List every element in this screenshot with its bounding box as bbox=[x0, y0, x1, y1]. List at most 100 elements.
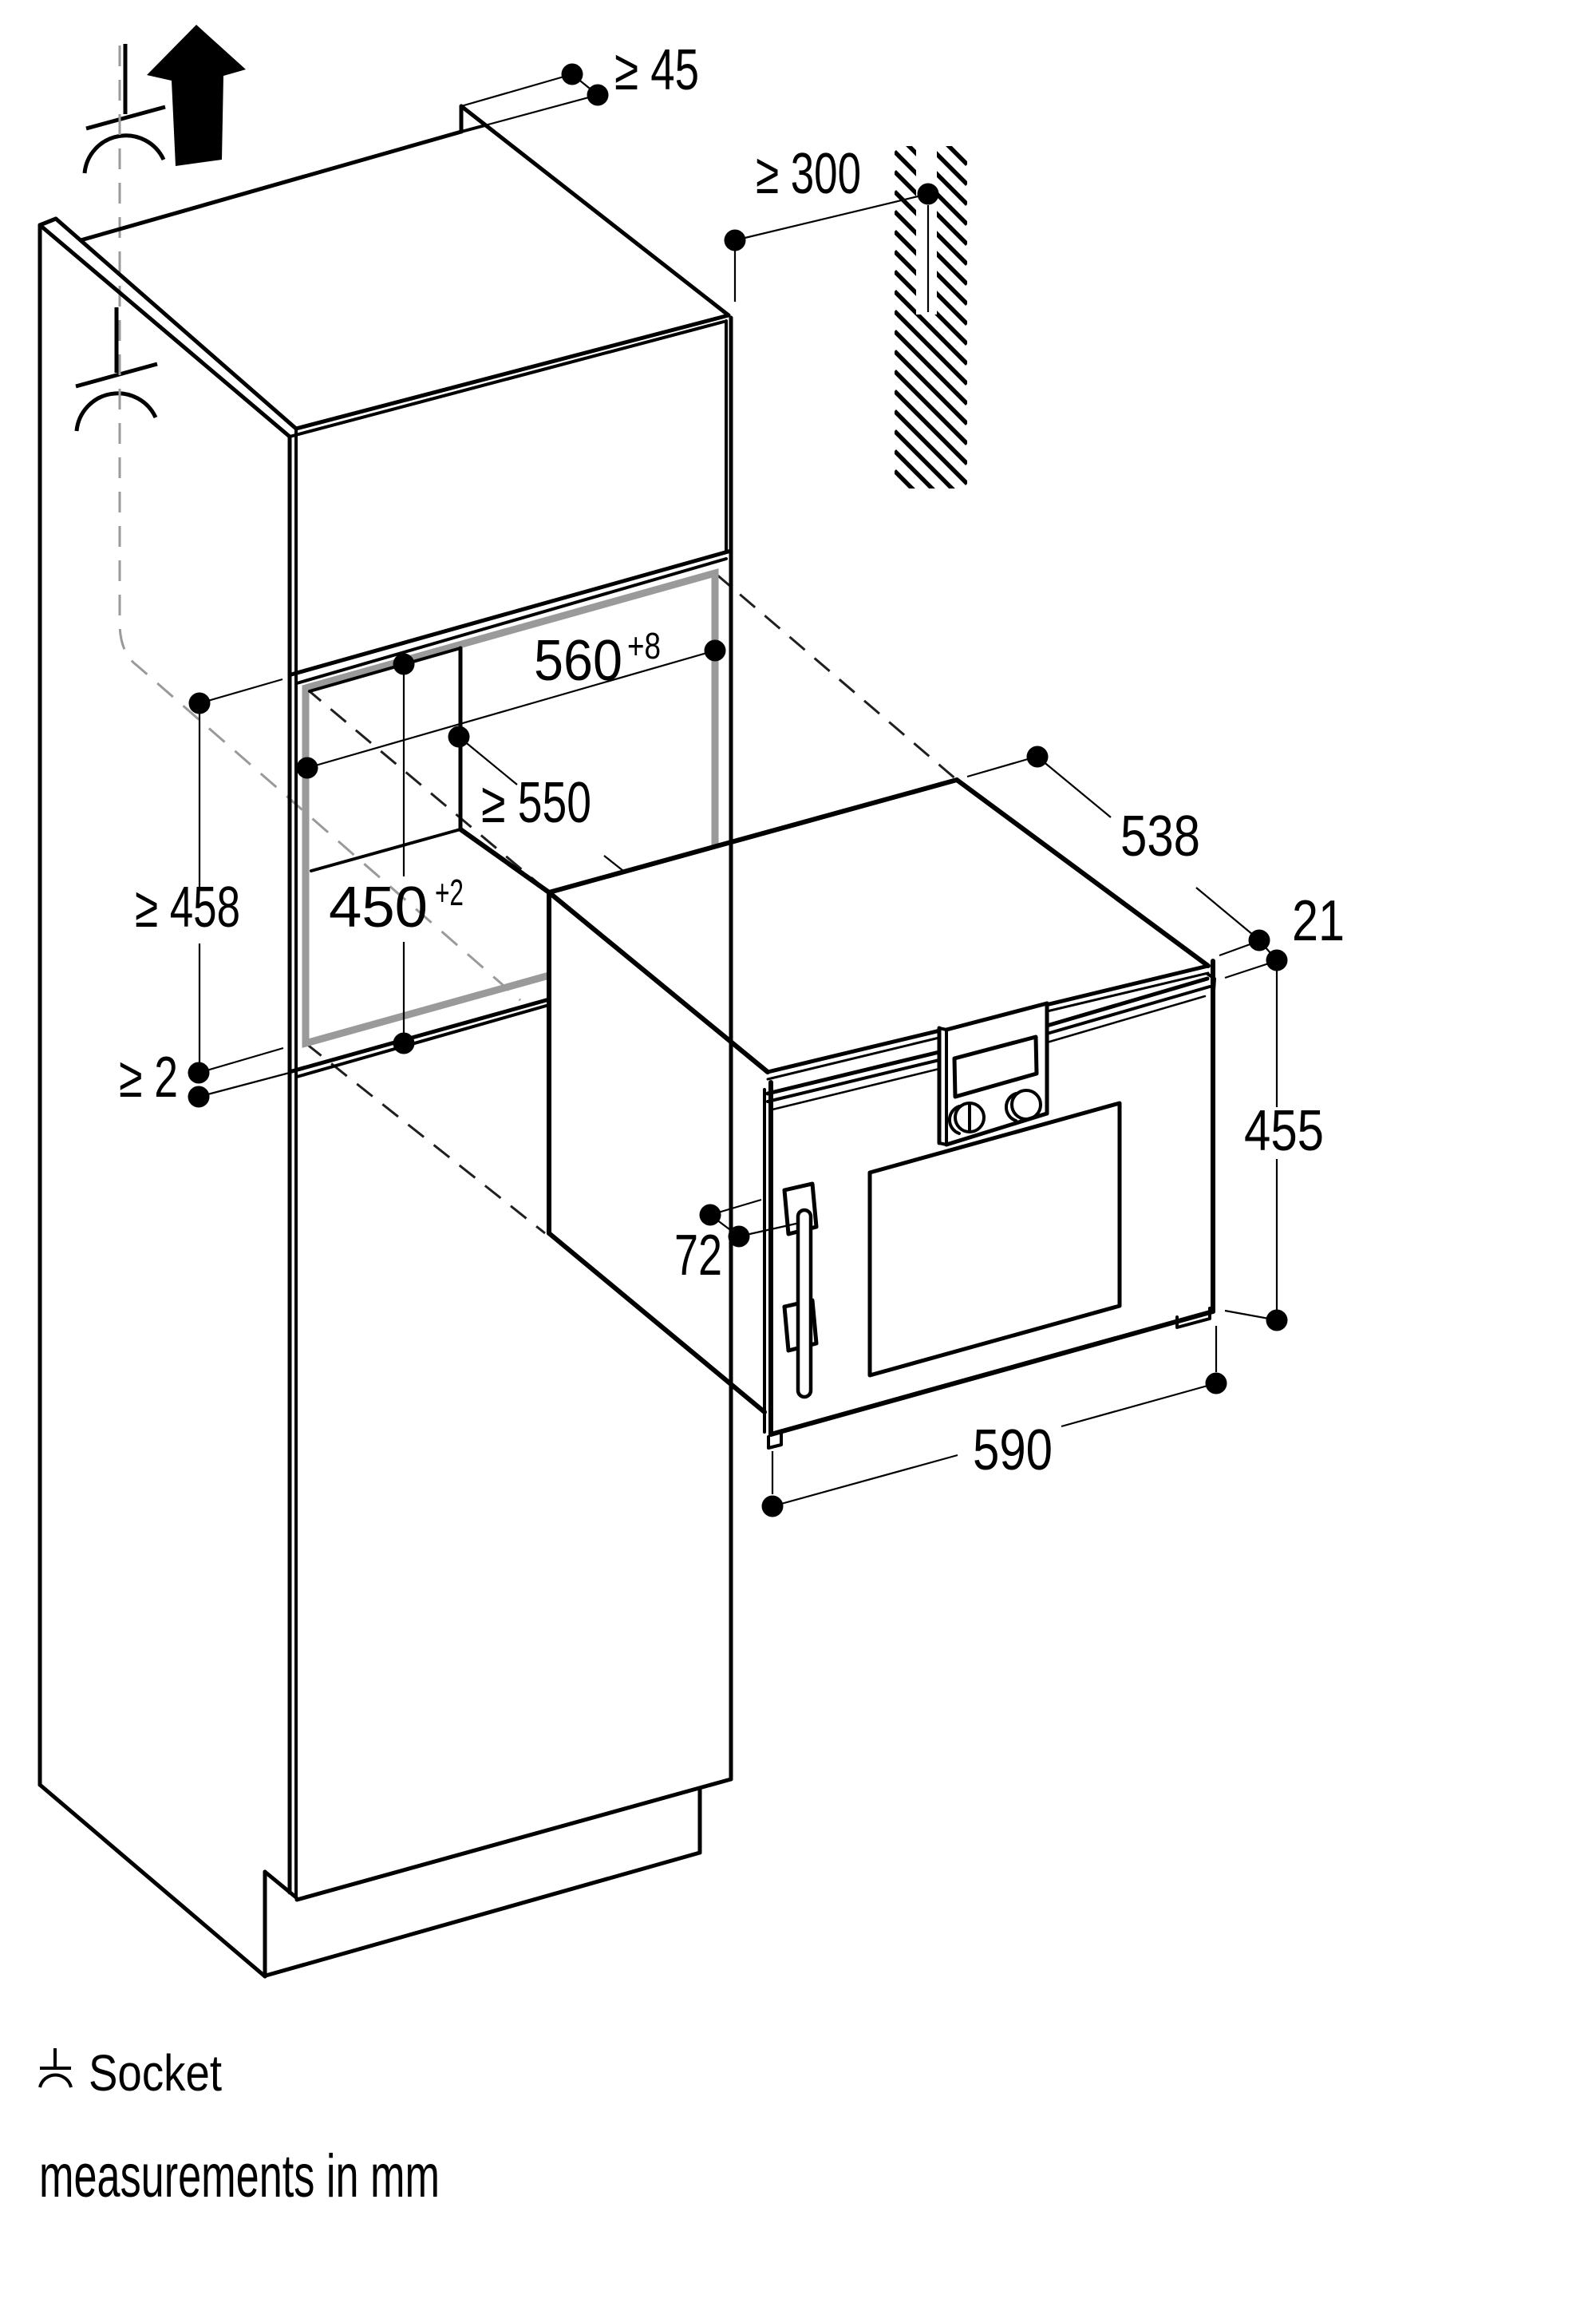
hatch-line bbox=[895, 449, 935, 489]
label-niche-height-sup: +2 bbox=[435, 872, 464, 913]
dim-line bbox=[458, 736, 518, 785]
oven-door-window bbox=[867, 1101, 1122, 1378]
label-wall-distance: ≥ 300 bbox=[756, 142, 861, 206]
hatch-line bbox=[895, 310, 967, 386]
label-oven-depth: 538 bbox=[1120, 805, 1200, 868]
line bbox=[75, 362, 158, 389]
dim-top-clearance bbox=[460, 63, 609, 127]
socket-label: Socket bbox=[89, 2044, 222, 2102]
label-niche-width-sup: +8 bbox=[627, 625, 661, 667]
dim-dot bbox=[1205, 1372, 1227, 1394]
projection-line-top-right bbox=[714, 572, 958, 781]
cabinet-side-top-tab bbox=[38, 216, 58, 227]
panel-knob-right-side bbox=[1004, 1092, 1017, 1122]
hatch-line bbox=[895, 290, 967, 366]
dim-niche-height bbox=[393, 653, 415, 1054]
niche-frame bbox=[302, 568, 719, 1048]
hatch-line bbox=[895, 370, 967, 445]
door-trim-top-left bbox=[765, 1050, 942, 1096]
dim-bottom-gap bbox=[188, 1046, 299, 1108]
dim-line bbox=[966, 758, 1029, 778]
dim-dot bbox=[917, 183, 939, 205]
dim-line bbox=[460, 73, 573, 108]
door-trim-bot-right bbox=[1045, 985, 1211, 1035]
niche-interior-bottom-left bbox=[310, 828, 462, 872]
niche-interior-top-left bbox=[308, 647, 462, 693]
dim-dot bbox=[1026, 746, 1049, 768]
dim-dot bbox=[699, 1204, 721, 1226]
dim-line bbox=[1224, 1309, 1270, 1320]
dim-dot bbox=[1266, 1309, 1288, 1331]
cabinet-front-top-lower bbox=[288, 320, 725, 438]
dim-dot bbox=[296, 757, 318, 779]
niche-interior bbox=[308, 646, 551, 895]
panel-face bbox=[939, 1003, 1047, 1145]
socket-legend: Socket bbox=[38, 2044, 222, 2102]
dim-line bbox=[603, 855, 624, 872]
label-niche-depth: ≥ 550 bbox=[481, 771, 591, 835]
lower-panel-top-1 bbox=[290, 997, 551, 1074]
dim-dot bbox=[724, 229, 746, 251]
oven-foot-right bbox=[1175, 1307, 1211, 1329]
dim-dot bbox=[188, 692, 211, 714]
dim-dot bbox=[393, 1032, 415, 1054]
panel-knob-right bbox=[1010, 1089, 1042, 1121]
label-oven-width: 590 bbox=[973, 1418, 1053, 1482]
dim-oven-width bbox=[761, 1326, 1227, 1517]
lower-panel-top-2 bbox=[295, 1003, 551, 1078]
dim-dot bbox=[393, 653, 415, 675]
dim-line bbox=[306, 649, 716, 769]
hatch-line bbox=[895, 72, 967, 144]
dim-line bbox=[1037, 756, 1112, 818]
panel-display bbox=[952, 1034, 1039, 1099]
dim-line bbox=[198, 1069, 299, 1098]
dim-line bbox=[1195, 887, 1258, 939]
oven-top-left-edge bbox=[547, 890, 770, 1074]
oven-foot-left bbox=[767, 1432, 783, 1450]
dim-line bbox=[1219, 941, 1255, 957]
panel-top-edge bbox=[944, 1001, 1049, 1032]
dimensions bbox=[188, 63, 1288, 1517]
path bbox=[38, 2073, 73, 2088]
dim-line bbox=[734, 192, 929, 242]
label-top-clearance: ≥ 45 bbox=[614, 38, 699, 102]
projection-line-top-left bbox=[305, 686, 550, 894]
cabinet-deck-back-edge bbox=[78, 129, 464, 243]
oven-control-panel bbox=[937, 1001, 1049, 1147]
socket-symbol-icon bbox=[38, 2048, 73, 2088]
cabinet-front-top-upper bbox=[294, 313, 731, 431]
dim-side-height bbox=[188, 678, 283, 1073]
door-trim-bot-left bbox=[766, 1058, 941, 1103]
oven-top-right-edge bbox=[954, 777, 1211, 968]
path bbox=[74, 391, 158, 432]
plinth-bottom-edge bbox=[263, 1850, 702, 1978]
hatch-line bbox=[895, 390, 967, 465]
hatch-line bbox=[895, 330, 967, 405]
dim-line bbox=[484, 93, 598, 127]
wall-hatch-leader-channel bbox=[916, 144, 937, 314]
dim-dot bbox=[188, 1086, 210, 1108]
cabinet-outline bbox=[38, 104, 733, 1979]
label-door-proud: 21 bbox=[1292, 889, 1345, 953]
door-trim-end-cap bbox=[1206, 972, 1216, 992]
label-niche-width: 560 bbox=[534, 629, 622, 693]
dim-line bbox=[1061, 1382, 1217, 1428]
cabinet-top-right-edge bbox=[459, 104, 731, 318]
door-trim-lip-right bbox=[1045, 995, 1207, 1044]
hatch-line bbox=[895, 429, 955, 489]
panel-knob-left-side bbox=[947, 1105, 961, 1135]
dim-wall-distance bbox=[724, 183, 939, 312]
units-note: measurements in mm bbox=[39, 2142, 440, 2210]
cabinet-vent-step-short bbox=[460, 124, 487, 133]
projection-dashed-lines bbox=[305, 572, 958, 1235]
plinth-cutout-top bbox=[263, 1869, 298, 1900]
dimension-labels: ≥ 45 ≥ 300 560 +8 ≥ 550 450 +2 ≥ 458 ≥ 2… bbox=[119, 38, 1345, 1482]
dim-dot bbox=[587, 84, 609, 106]
upper-panel-bottom-1 bbox=[289, 548, 733, 677]
dim-line bbox=[198, 1046, 284, 1074]
dim-dot bbox=[704, 639, 726, 662]
hatch-line bbox=[946, 146, 967, 166]
dim-line bbox=[1224, 960, 1274, 979]
